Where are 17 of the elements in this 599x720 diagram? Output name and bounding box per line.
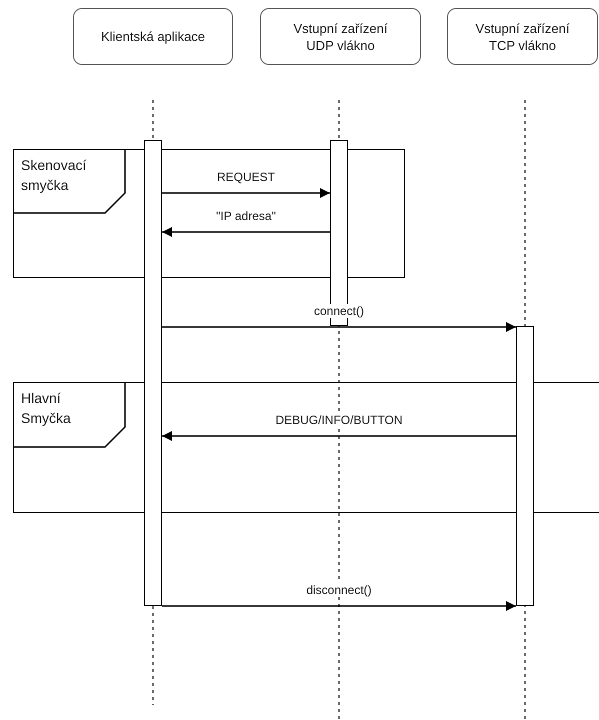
message-arrow — [162, 188, 330, 198]
edge-label: REQUEST — [216, 170, 276, 184]
message-arrow — [162, 227, 330, 237]
edge-label: connect() — [312, 304, 366, 318]
edge-label: "IP adresa" — [215, 209, 277, 223]
message-arrow — [162, 431, 516, 441]
loop-label: Skenovací smyčka — [13, 149, 126, 214]
participant-box: Klientská aplikace — [73, 8, 233, 65]
participant-box: Vstupní zařízení TCP vlákno — [447, 8, 598, 65]
message-arrow — [162, 322, 516, 332]
activation-bar — [144, 140, 162, 606]
loop-label: Hlavní Smyčka — [13, 382, 126, 448]
participant-box: Vstupní zařízení UDP vlákno — [260, 8, 421, 65]
activation-bar — [516, 326, 534, 606]
message-arrow — [162, 601, 516, 611]
edge-label: DEBUG/INFO/BUTTON — [274, 413, 404, 427]
edge-label: disconnect() — [305, 583, 373, 597]
